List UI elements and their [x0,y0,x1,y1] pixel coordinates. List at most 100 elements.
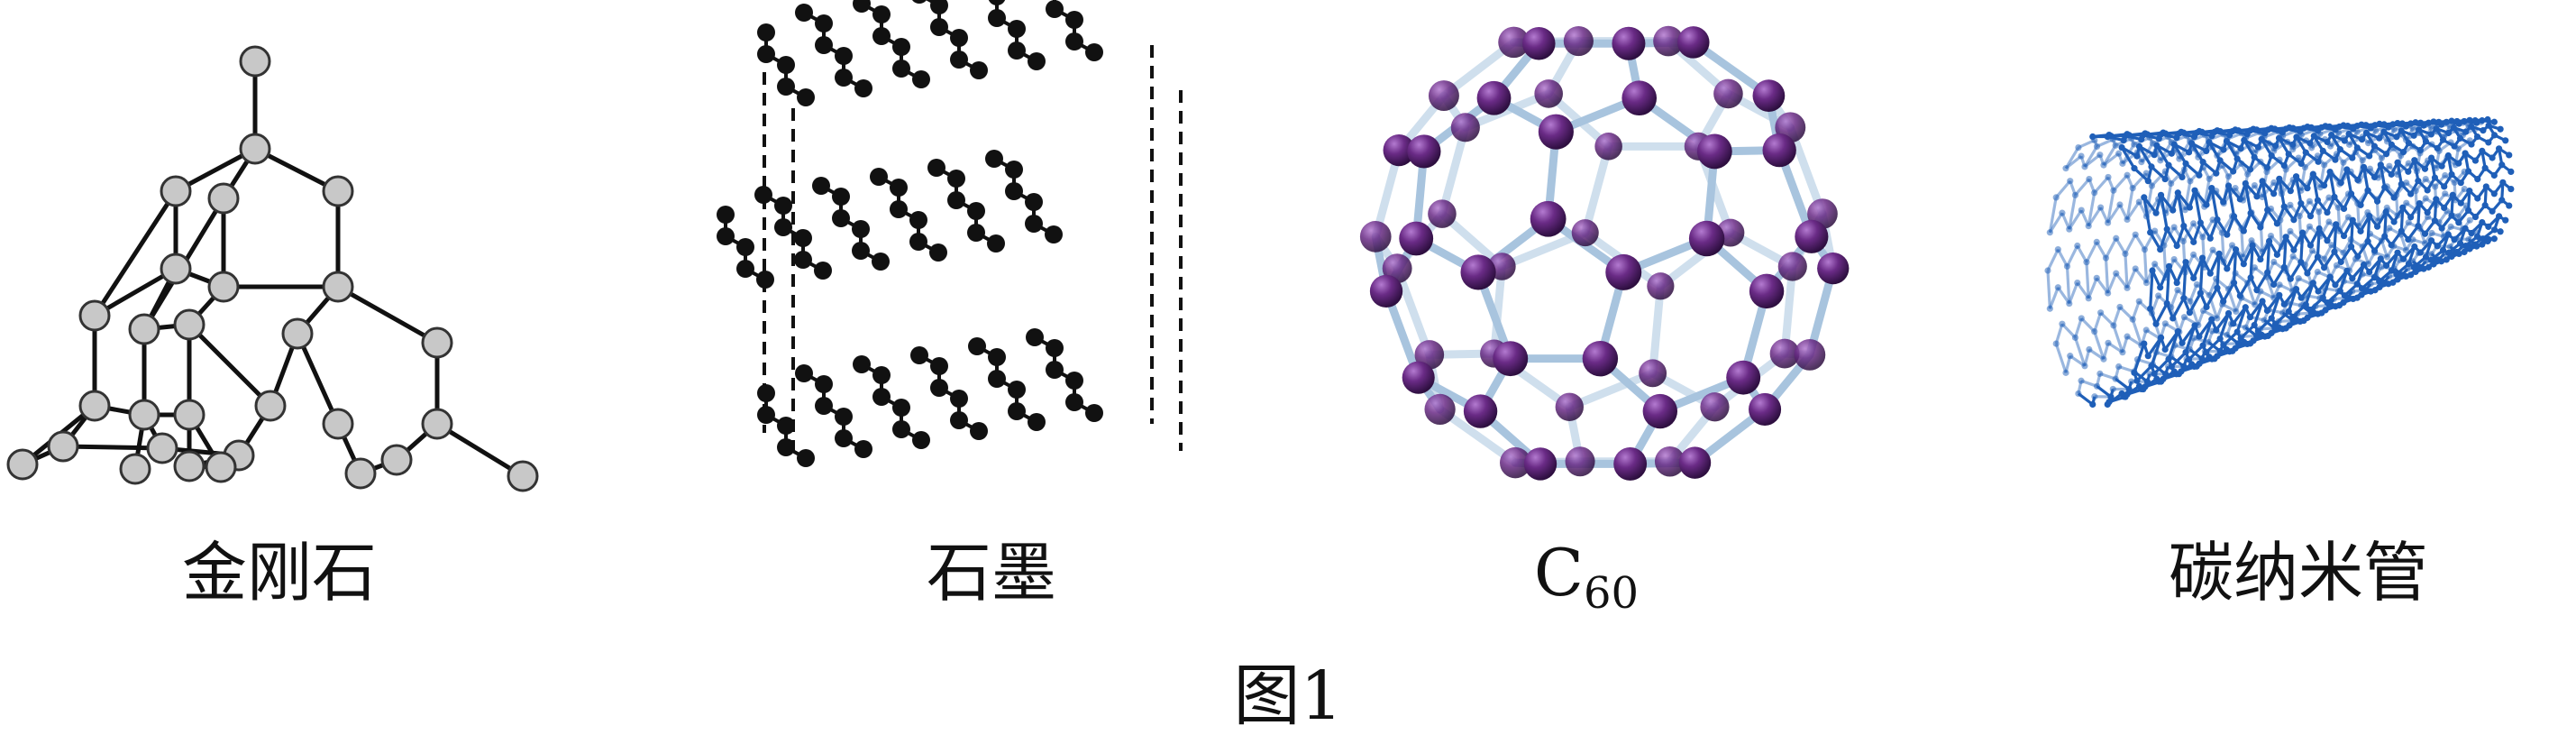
nanotube-atom [2497,228,2504,235]
nanotube-bond [2153,358,2170,375]
nanotube-atom [2128,135,2135,142]
nanotube-atom [2131,141,2138,148]
nanotube-atom [2484,237,2491,245]
nanotube-atom [2141,246,2149,253]
nanotube-atom [2091,136,2098,144]
graphite-atom [872,366,891,384]
nanotube-atom [2304,185,2311,192]
nanotube-atom [2085,222,2092,230]
nanotube-atom [2253,193,2261,200]
nanotube-bond [2065,154,2083,170]
nanotube-atom [2198,254,2206,262]
c60-atom [1653,25,1684,57]
nanotube-atom [2086,175,2093,183]
c60-atom [1428,80,1459,112]
nanotube-atom [2435,118,2443,125]
nanotube-atom [2199,307,2207,315]
nanotube-atom [2179,173,2186,181]
nanotube-atom [2224,182,2233,189]
nanotube-atom [2244,280,2252,287]
nanotube-atom [2495,145,2503,152]
nanotube-atom [2457,179,2464,187]
nanotube-atom [2216,157,2224,164]
nanotube-atom [2155,196,2162,203]
nanotube-atom [2362,287,2370,294]
nanotube-bond [2068,281,2079,305]
graphite-atom [812,177,830,195]
nanotube-atom [2394,119,2401,127]
diamond-bond [187,323,272,408]
nanotube-atom [2328,242,2335,249]
c60-atom [1424,393,1456,426]
nanotube-atom [2219,300,2226,308]
nanotube-atom [2308,247,2316,254]
nanotube-bond [2178,140,2191,160]
c60-atom [1522,26,1556,60]
nanotube-bond [2068,195,2078,230]
graphite-atom [970,422,988,440]
nanotube-atom [2078,207,2085,214]
c60-atom [1450,113,1480,142]
nanotube-atom [2133,356,2142,363]
nanotube-atom [2265,306,2272,314]
nanotube-atom [2187,345,2194,354]
nanotube-atom [2091,393,2098,400]
nanotube-bond [2181,223,2195,243]
nanotube-atom [2199,164,2207,171]
graphite-atom [754,186,772,204]
nanotube-bond [2170,351,2188,368]
nanotube-atom [2161,175,2169,183]
nanotube-atom [2142,213,2151,220]
diamond-atom [173,450,206,482]
nanotube-atom [2479,147,2486,154]
nanotube-atom [2284,138,2291,146]
nanotube-atom [2075,390,2082,398]
nanotube-atom [2135,142,2143,150]
nanotube-atom [2164,363,2172,371]
graphite-atom [872,253,890,271]
graphite-atom [947,191,965,209]
nanotube-atom [2230,168,2237,175]
diamond-bond [435,421,525,479]
graphite-atom [892,399,910,417]
nanotube-atom [2142,279,2151,287]
nanotube-atom [2430,118,2437,125]
nanotube-atom [2176,155,2183,162]
nanotube-atom [2378,132,2385,139]
graphite-atom [1025,215,1043,233]
nanotube-atom [2345,141,2353,148]
nanotube-atom [2178,368,2185,375]
graphite-atom [1046,339,1064,357]
nanotube-atom [2270,258,2278,266]
nanotube-bond [2068,209,2083,231]
nanotube-atom [2382,151,2390,158]
nanotube-atom [2306,223,2314,230]
nanotube-atom [2453,248,2461,256]
nanotube-atom [2390,144,2398,152]
graphite-atom [814,262,832,280]
nanotube-atom [2224,265,2231,272]
nanotube-atom [2428,141,2435,148]
nanotube-atom [2412,188,2419,195]
nanotube-atom [2271,325,2279,332]
nanotube-atom [2206,234,2214,242]
nanotube-atom [2078,315,2085,322]
nanotube-atom [2271,142,2279,150]
nanotube-atom [2091,189,2098,197]
nanotube-atom [2232,344,2239,352]
nanotube-atom [2224,309,2233,317]
nanotube-atom [2109,136,2116,143]
c60-atom [1647,272,1675,300]
nanotube-atom [2438,162,2445,170]
graphite-atom [832,188,850,206]
nanotube-atom [2179,339,2186,346]
graphite-atom [717,206,735,224]
nanotube-atom [2185,149,2193,156]
nanotube-atom [2201,348,2208,355]
c60-atom [1582,340,1619,377]
nanotube-atom [2054,284,2061,291]
nanotube-atom [2466,245,2473,253]
graphite-atom [757,384,775,402]
nanotube-bond [2188,292,2202,314]
graphite-atom [815,14,833,32]
